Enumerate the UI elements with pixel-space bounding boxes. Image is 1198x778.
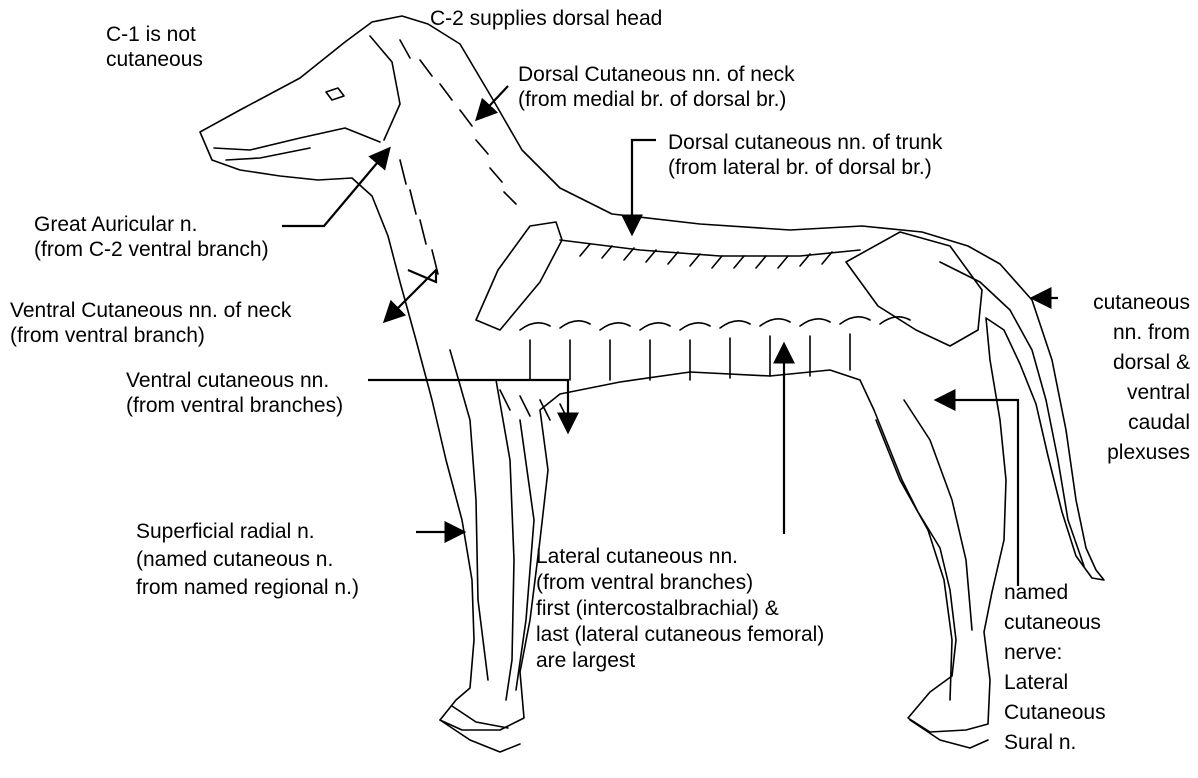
label-superficial-radial: Superficial radial n.(named cutaneous n.… bbox=[136, 518, 359, 602]
pelvis bbox=[846, 232, 982, 346]
scapula bbox=[476, 222, 562, 330]
arrow-ventral-cutaneous bbox=[368, 380, 568, 430]
dog-ear bbox=[370, 36, 400, 140]
neck-nerve-branches bbox=[400, 40, 516, 204]
label-great-auricular: Great Auricular n.(from C-2 ventral bran… bbox=[34, 212, 269, 262]
forepaw bbox=[440, 706, 520, 752]
label-ventral-cutaneous: Ventral cutaneous nn.(from ventral branc… bbox=[126, 368, 343, 418]
label-lateral-cutaneous: Lateral cutaneous nn.(from ventral branc… bbox=[536, 544, 824, 674]
label-dorsal-trunk: Dorsal cutaneous nn. of trunk(from later… bbox=[668, 130, 942, 180]
label-dorsal-neck: Dorsal Cutaneous nn. of neck(from medial… bbox=[518, 62, 795, 112]
arrow-dorsal-neck bbox=[478, 86, 508, 118]
arrow-great-auricular bbox=[282, 150, 388, 226]
arrow-ventral-neck bbox=[386, 270, 436, 320]
hindpaw bbox=[910, 720, 988, 748]
label-ventral-neck: Ventral Cutaneous nn. of neck(from ventr… bbox=[10, 298, 291, 348]
lateral-nerve-branches bbox=[520, 317, 910, 380]
dog-eye bbox=[326, 88, 344, 100]
dog-mouth bbox=[214, 128, 380, 160]
hindleg-bones bbox=[876, 400, 972, 700]
ventral-neck-nerve-branches bbox=[400, 160, 438, 274]
label-c2: C-2 supplies dorsal head bbox=[430, 6, 662, 31]
